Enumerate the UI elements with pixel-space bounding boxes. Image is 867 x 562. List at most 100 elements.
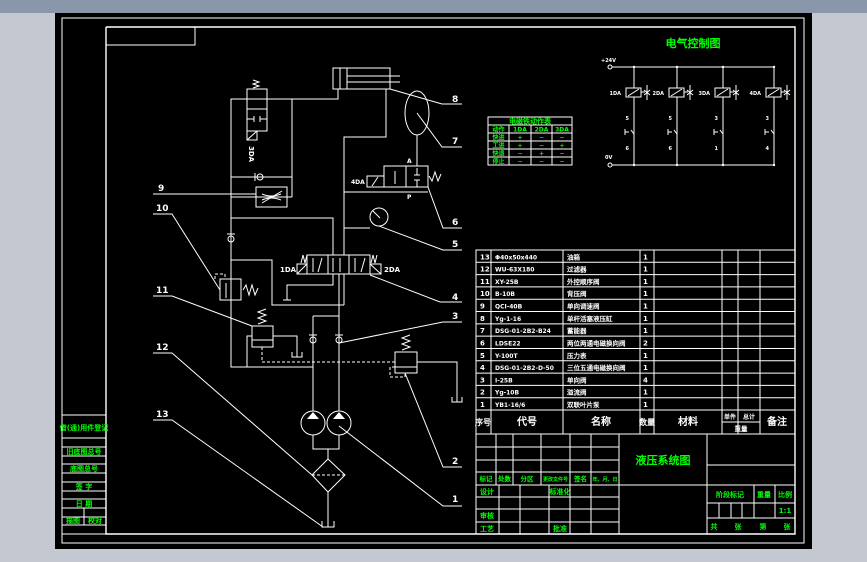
grid-line xyxy=(630,129,635,135)
part-name: 压力表 xyxy=(567,351,587,360)
callout-7: 7 xyxy=(452,137,458,147)
part-number: 11 xyxy=(480,278,490,286)
strip-sign: 签 字 xyxy=(75,482,92,491)
revision-header: 更改文件号 xyxy=(543,476,568,483)
solenoid-table-cell: + xyxy=(517,135,522,142)
grid-line xyxy=(643,89,651,96)
part-quantity: 1 xyxy=(643,266,648,274)
throttle-valve xyxy=(255,186,288,208)
grid-line xyxy=(627,88,640,97)
part-number: 7 xyxy=(480,327,485,335)
grid-line xyxy=(732,89,740,96)
part-name: 蓄能器 xyxy=(567,326,587,335)
solenoid-table-action: 快进 xyxy=(491,134,504,142)
part-code: Φ40x50x440 xyxy=(495,254,537,261)
design-label: 设计 xyxy=(480,487,494,496)
solenoid-table-cell: + xyxy=(559,143,564,150)
revision-header: 标记 xyxy=(479,474,494,483)
relief-valve xyxy=(389,334,463,403)
check-valve-3a xyxy=(309,334,317,344)
part-code: B-10B xyxy=(495,291,515,298)
part-number: 4 xyxy=(480,364,485,372)
part-quantity: 1 xyxy=(643,389,648,397)
revision-header: 签名 xyxy=(573,474,587,483)
part-quantity: 1 xyxy=(643,290,648,298)
part-quantity: 1 xyxy=(643,253,648,261)
grid-line xyxy=(719,129,724,135)
contact-label-top: 5 xyxy=(669,116,673,122)
junction-dot xyxy=(675,163,679,167)
part-code: DSG-01-2B2-B24 xyxy=(495,328,551,335)
ground-label: 0V xyxy=(605,155,612,161)
part-code: Yg-10B xyxy=(494,390,519,397)
solenoid-table-cell: + xyxy=(539,151,544,158)
process-label: 工艺 xyxy=(480,524,494,533)
part-code: QCI-40B xyxy=(495,304,523,311)
sheet-no-prefix: 第 xyxy=(760,522,767,531)
part-quantity: 1 xyxy=(643,303,648,311)
grid-line xyxy=(716,88,729,97)
grid-line xyxy=(673,129,678,135)
solenoid-table-cell: − xyxy=(559,159,564,166)
header-qty: 数量 xyxy=(639,417,655,427)
supply-label: +24V xyxy=(601,58,616,64)
solenoid-table-cell: − xyxy=(559,135,564,142)
part-number: 3 xyxy=(480,376,485,384)
part-number: 2 xyxy=(480,389,485,397)
part-quantity: 1 xyxy=(643,327,648,335)
part-code: WU-63X180 xyxy=(495,267,534,274)
hydraulic-schematic: 3DA 4DA A xyxy=(153,67,463,528)
contact-label-top: 5 xyxy=(626,116,630,122)
solenoid-table-action: 停止 xyxy=(492,158,504,166)
approve-label: 批准 xyxy=(553,524,567,533)
solenoid-table-cell: − xyxy=(517,151,522,158)
header-remark: 备注 xyxy=(766,415,787,428)
solenoid-table-action: 工进 xyxy=(492,142,504,150)
junction-dot xyxy=(721,65,725,69)
part-quantity: 1 xyxy=(643,364,648,372)
coil-label: 4DA xyxy=(750,91,762,97)
part-number: 8 xyxy=(480,315,485,323)
part-name: 背压阀 xyxy=(567,289,587,298)
solenoid-valve-4da: 4DA A P xyxy=(351,158,442,201)
solenoid-table-cell: − xyxy=(539,143,544,150)
callout-10: 10 xyxy=(156,204,169,214)
part-name: 单向阀 xyxy=(567,375,587,384)
solenoid-table-header: 3DA xyxy=(555,127,569,134)
strip-old-base: 旧底图总号 xyxy=(67,447,102,456)
part-name: 油箱 xyxy=(567,252,581,261)
title-block: 液压系统图 阶段标记 重量 比例 1:1 共 张 第 张 设计 标准化 审核 工… xyxy=(475,433,796,535)
strip-date: 日 期 xyxy=(76,499,92,508)
sheet-no-suffix: 张 xyxy=(784,522,792,531)
contact-label-bottom: 6 xyxy=(626,146,630,152)
part-code: Yg-1-16 xyxy=(494,316,521,323)
valve-1da-label: 1DA xyxy=(280,266,297,274)
grid-line xyxy=(686,89,694,96)
port-p-label: P xyxy=(407,194,412,201)
electrical-title: 电气控制图 xyxy=(666,36,721,50)
solenoid-table-cell: − xyxy=(539,135,544,142)
header-material: 材料 xyxy=(678,415,698,428)
part-number: 13 xyxy=(480,253,490,261)
part-number: 5 xyxy=(480,352,485,360)
part-quantity: 2 xyxy=(643,339,648,347)
callout-labels: 1 2 3 4 5 6 7 8 9 10 11 12 13 xyxy=(156,95,458,505)
revision-header: 年、月、日 xyxy=(592,476,617,483)
valve-2da-label: 2DA xyxy=(384,266,401,274)
solenoid-table-header: 1DA xyxy=(513,127,527,134)
callout-9: 9 xyxy=(158,184,164,194)
solenoid-table-cell: − xyxy=(539,159,544,166)
directional-valve-3pos: 1DA 2DA xyxy=(280,254,401,275)
leader-lines xyxy=(153,88,462,528)
header-name: 名称 xyxy=(591,415,611,428)
revision-header: 处数 xyxy=(497,474,512,483)
part-code: LDSE22 xyxy=(495,340,521,347)
drawing-title: 液压系统图 xyxy=(636,453,691,467)
sheet-total-prefix: 共 xyxy=(711,522,718,531)
part-quantity: 1 xyxy=(643,278,648,286)
solenoid-table-header: 2DA xyxy=(535,127,549,134)
part-name: 外控顺序阀 xyxy=(567,277,600,286)
valve-4da-label: 4DA xyxy=(351,179,365,186)
